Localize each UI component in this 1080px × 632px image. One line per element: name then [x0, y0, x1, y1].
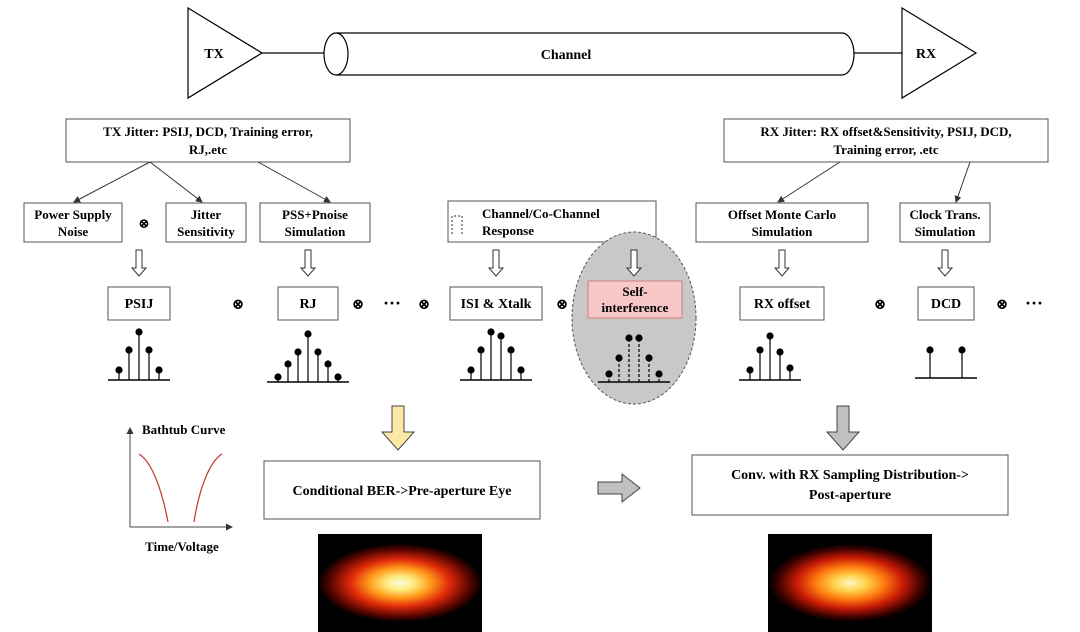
bathtub-chart: Bathtub Curve Time/Voltage	[126, 422, 233, 554]
arrow-to-power-supply	[73, 161, 151, 203]
rx-offset-distribution	[739, 332, 801, 381]
rx-triangle: RX	[901, 6, 978, 100]
post-aperture-line1: Conv. with RX Sampling Distribution->	[731, 468, 969, 483]
self-interference-box: Self- interference	[587, 280, 683, 319]
hollow-arrow-6	[936, 249, 954, 277]
gray-right-arrow	[597, 472, 641, 504]
isi-xtalk-distribution	[460, 328, 532, 381]
pss-pnoise-box: PSS+Pnoise Simulation	[259, 202, 371, 243]
ellipsis-1: ···	[383, 293, 401, 313]
hollow-arrow-1	[130, 249, 148, 277]
channel-cylinder: Channel	[323, 32, 855, 76]
channel-label: Channel	[541, 48, 592, 63]
conv-symbol-6: ⊗	[874, 297, 887, 313]
clock-trans-line1: Clock Trans.	[909, 207, 980, 222]
arrow-to-offset-mc	[777, 161, 841, 203]
tx-jitter-line2: RJ,.etc	[189, 142, 227, 157]
power-supply-line1: Power Supply	[34, 207, 112, 222]
psij-label: PSIJ	[125, 297, 154, 312]
gray-down-arrow	[825, 405, 861, 451]
yellow-down-arrow	[380, 405, 416, 451]
rx-offset-label: RX offset	[754, 297, 811, 312]
self-int-line1: Self-	[622, 284, 647, 299]
conv-symbol-2: ⊗	[232, 297, 245, 313]
tx-label: TX	[204, 47, 223, 62]
jitter-sens-line1: Jitter	[191, 207, 222, 222]
conv-symbol-7: ⊗	[996, 297, 1009, 313]
hollow-arrow-2	[299, 249, 317, 277]
post-aperture-line2: Post-aperture	[809, 488, 891, 503]
stem-distributions	[108, 328, 977, 383]
rx-jitter-line2: Training error, .etc	[833, 142, 938, 157]
arrow-to-pss	[257, 161, 331, 203]
bathtub-right-wall	[193, 453, 223, 523]
tx-jitter-line1: TX Jitter: PSIJ, DCD, Training error,	[103, 124, 313, 139]
clock-trans-box: Clock Trans. Simulation	[899, 202, 991, 243]
conv-symbol-3: ⊗	[352, 297, 365, 313]
arrow-to-clock-trans	[954, 161, 971, 203]
pre-aperture-label: Conditional BER->Pre-aperture Eye	[292, 484, 511, 499]
psij-box: PSIJ	[107, 286, 171, 321]
psij-distribution	[108, 328, 170, 381]
isi-xtalk-label: ISI & Xtalk	[461, 297, 532, 312]
pre-aperture-eye-image	[318, 534, 482, 632]
arrow-to-jitter-sensitivity	[149, 161, 203, 203]
pre-aperture-box: Conditional BER->Pre-aperture Eye	[263, 460, 541, 520]
power-supply-line2: Noise	[58, 224, 89, 239]
rj-distribution	[267, 330, 349, 383]
bathtub-title: Bathtub Curve	[142, 422, 226, 437]
hollow-arrow-4	[625, 249, 643, 277]
hollow-arrow-5	[773, 249, 791, 277]
post-aperture-box: Conv. with RX Sampling Distribution-> Po…	[691, 454, 1009, 516]
isi-xtalk-box: ISI & Xtalk	[449, 286, 543, 321]
clock-trans-line2: Simulation	[915, 224, 976, 239]
pulse-icon	[451, 215, 463, 234]
bathtub-xlabel: Time/Voltage	[145, 539, 219, 554]
power-supply-noise-box: Power Supply Noise	[23, 202, 123, 243]
channel-resp-line1: Channel/Co-Channel	[482, 206, 600, 221]
bathtub-left-wall	[138, 453, 169, 523]
offset-monte-carlo-box: Offset Monte Carlo Simulation	[695, 202, 869, 243]
rx-offset-box: RX offset	[739, 286, 825, 321]
conv-symbol-4: ⊗	[418, 297, 431, 313]
offset-mc-line1: Offset Monte Carlo	[728, 207, 836, 222]
tx-jitter-box: TX Jitter: PSIJ, DCD, Training error, RJ…	[65, 118, 351, 163]
jitter-sens-line2: Sensitivity	[177, 224, 235, 239]
pss-line2: Simulation	[285, 224, 346, 239]
self-int-line2: interference	[602, 300, 669, 315]
dcd-distribution	[915, 346, 977, 379]
rx-label: RX	[916, 47, 936, 62]
tx-triangle: TX	[187, 6, 264, 100]
rx-jitter-line1: RX Jitter: RX offset&Sensitivity, PSIJ, …	[760, 124, 1011, 139]
rj-label: RJ	[299, 297, 316, 312]
rx-jitter-box: RX Jitter: RX offset&Sensitivity, PSIJ, …	[723, 118, 1049, 163]
dcd-label: DCD	[931, 297, 961, 312]
conv-symbol-1: ⊗	[138, 217, 150, 232]
conv-symbol-5: ⊗	[556, 297, 569, 313]
hollow-arrow-3	[487, 249, 505, 277]
hollow-down-arrows	[130, 249, 954, 277]
channel-resp-line2: Response	[482, 223, 534, 238]
pss-line1: PSS+Pnoise	[282, 207, 348, 222]
ellipsis-2: ···	[1025, 293, 1043, 313]
post-aperture-eye-image	[768, 534, 932, 632]
self-interference-distribution	[598, 334, 670, 383]
dcd-box: DCD	[917, 286, 975, 321]
jitter-sensitivity-box: Jitter Sensitivity	[165, 202, 247, 243]
offset-mc-line2: Simulation	[752, 224, 813, 239]
rj-box: RJ	[277, 286, 339, 321]
